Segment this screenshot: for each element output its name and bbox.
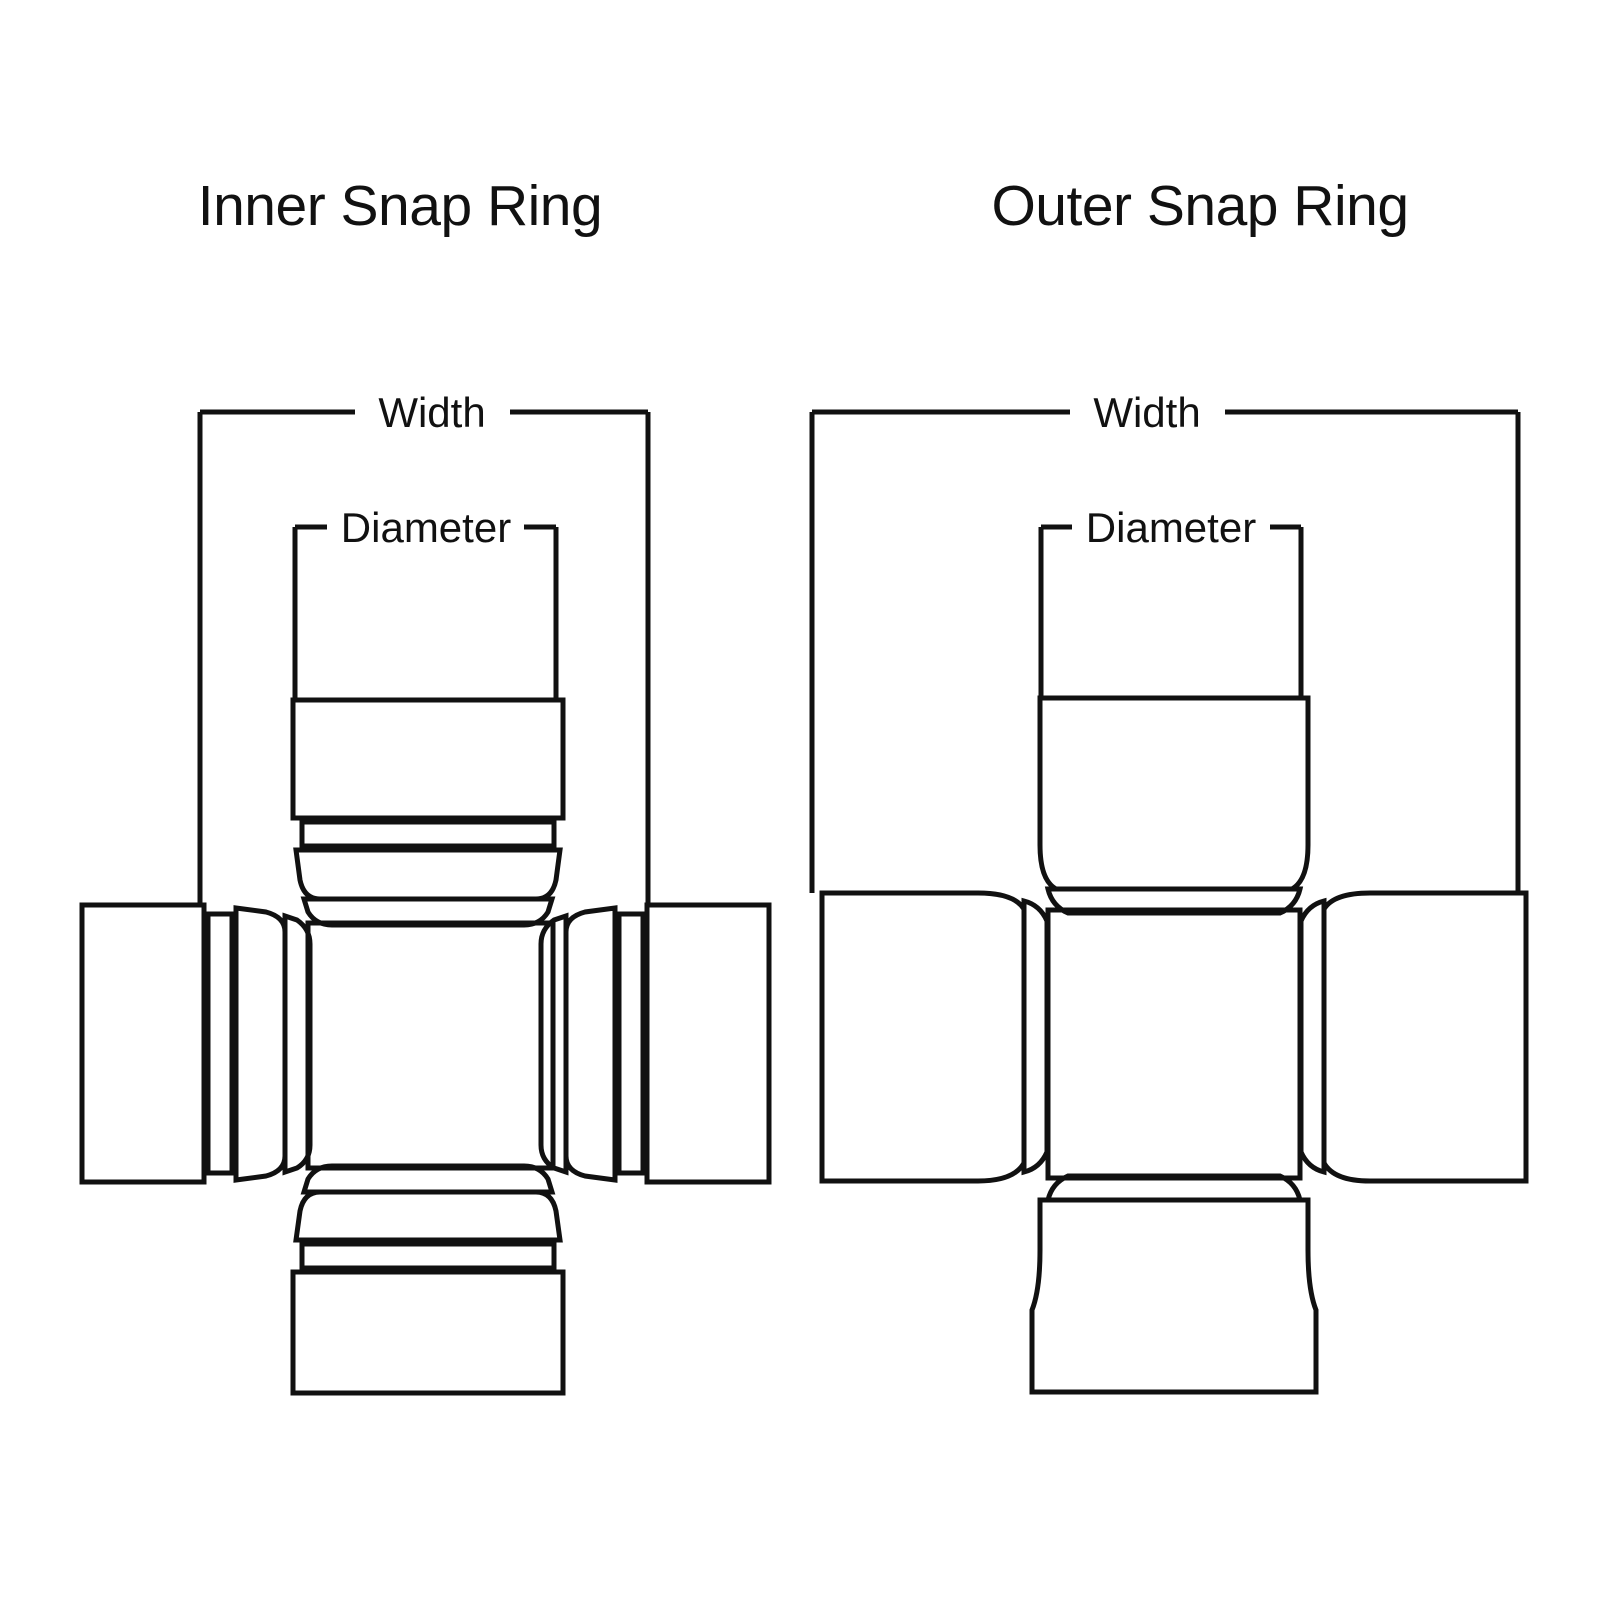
center-body-outer [1045,907,1303,1181]
width-dimension-inner: Width [197,389,651,905]
right-bearing-cap [644,902,772,1185]
top-bearing-cap [1037,695,1311,892]
bottom-arm-outer [1029,1173,1319,1395]
center-body-inner [305,920,556,1171]
right-arm-inner [538,902,772,1185]
top-snap-ring-groove [299,819,557,849]
right-bearing-cap [1321,890,1529,1184]
left-arm-outer [819,890,1050,1184]
bottom-arm-inner [290,1163,566,1396]
panel-title-outer: Outer Snap Ring [991,174,1409,238]
bottom-bearing-cap [1029,1197,1319,1395]
top-collar-base [1044,886,1304,916]
top-arm-inner [290,697,566,928]
left-bearing-cap [79,902,207,1185]
left-bearing-cap [819,890,1027,1184]
top-arm-outer [1037,695,1311,916]
width-dimension-outer: Width [809,389,1521,893]
width-dimension-label-inner: Width [378,389,485,436]
left-snap-ring-groove [205,911,235,1176]
top-bearing-cap [290,697,566,821]
bottom-tapered-collar [293,1189,563,1243]
left-arm-inner [79,902,313,1185]
panel-inner-snap-ring: Inner Snap Ring Width Diameter [79,174,772,1396]
panel-title-inner: Inner Snap Ring [197,174,603,238]
right-snap-ring-groove [616,911,646,1176]
left-tapered-collar [233,905,288,1183]
width-dimension-label-outer: Width [1093,389,1200,436]
right-arm-outer [1298,890,1529,1184]
diameter-dimension-label-inner: Diameter [341,504,511,551]
top-tapered-collar [293,847,563,902]
diameter-dimension-label-outer: Diameter [1086,504,1256,551]
panel-outer-snap-ring: Outer Snap Ring Width Diameter [800,0,1600,1600]
outer-snap-ring-drawing: Width Diameter [809,389,1529,1395]
bottom-bearing-cap [290,1269,566,1396]
right-tapered-collar [563,905,618,1183]
left-collar-base [1021,897,1050,1176]
bottom-snap-ring-groove [299,1241,557,1271]
inner-snap-ring-drawing: Width Diameter [79,389,772,1396]
right-collar-base [1298,897,1327,1176]
diameter-dimension-outer: Diameter [1038,504,1304,698]
diameter-dimension-inner: Diameter [292,504,559,700]
